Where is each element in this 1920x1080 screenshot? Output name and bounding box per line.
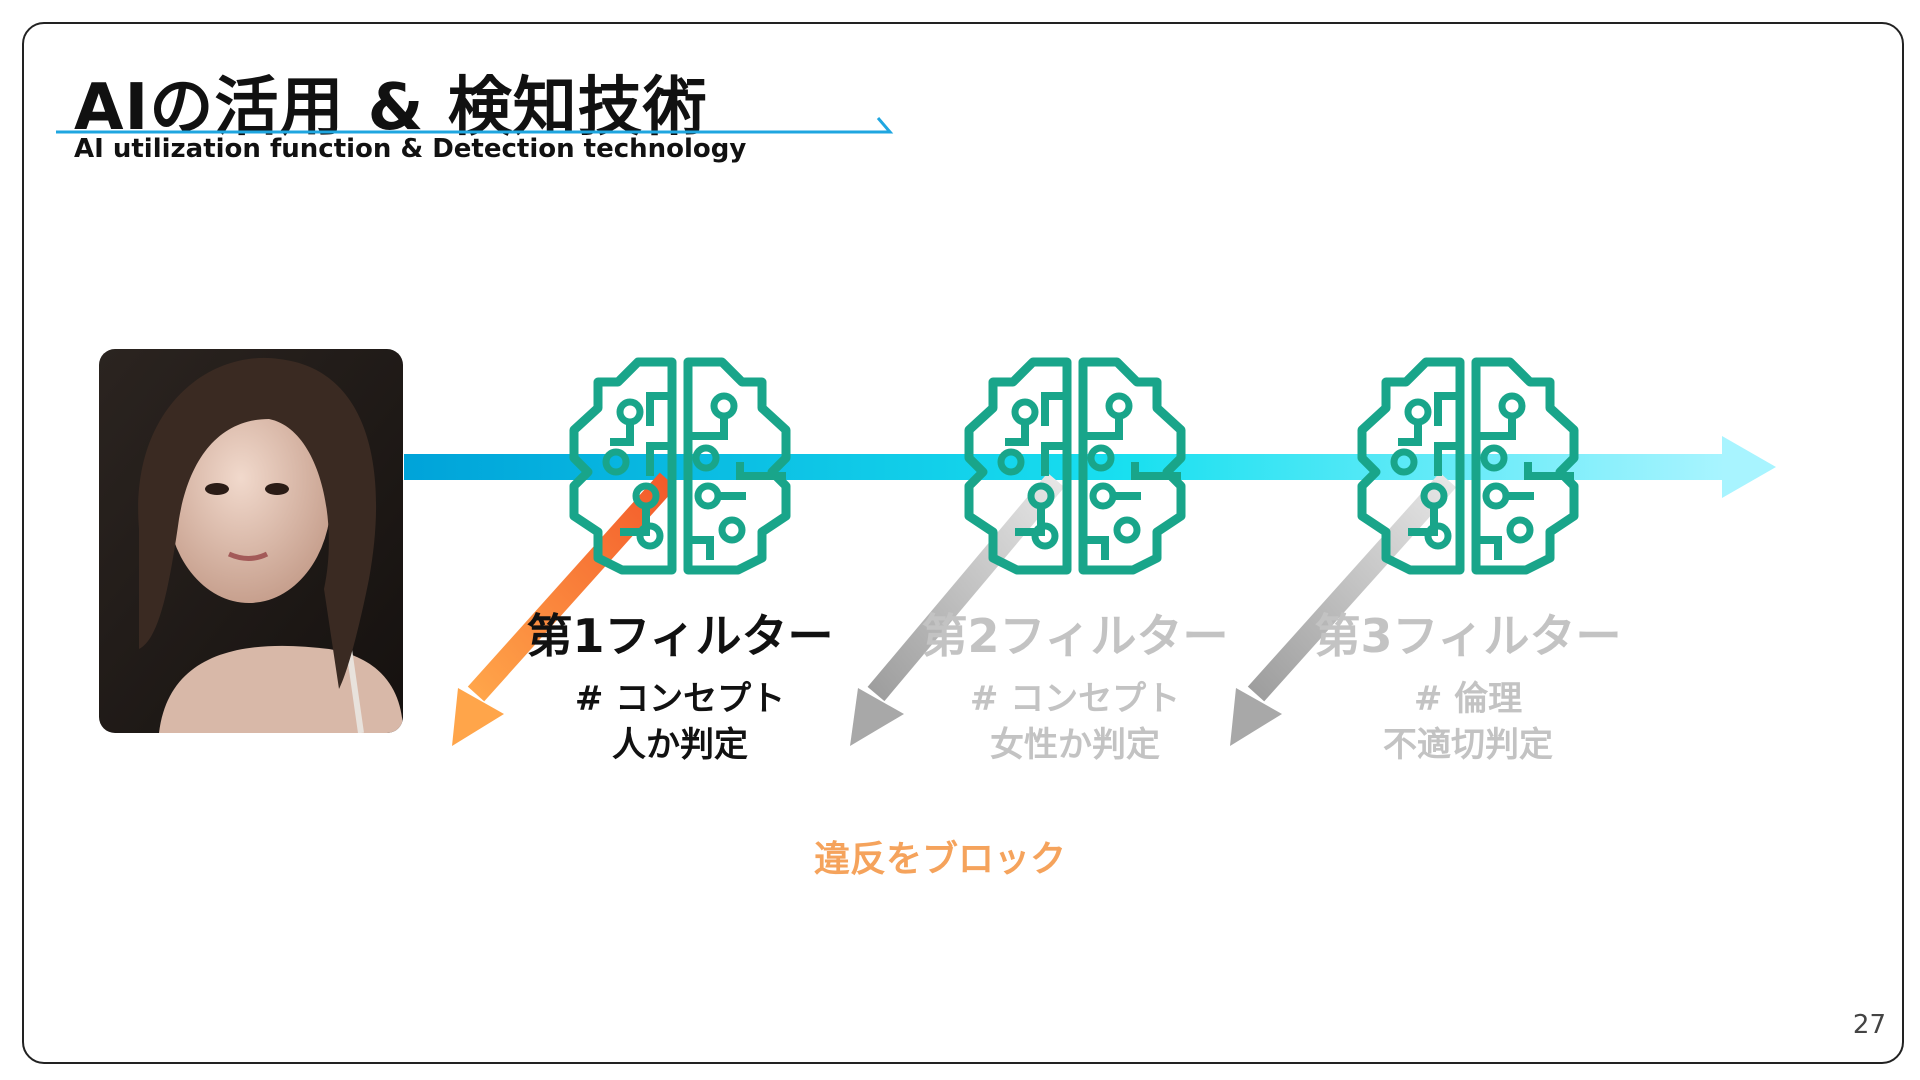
block-arrow-2 [850,472,1065,746]
filter-1-description: # コンセプト 人か判定 [500,676,860,768]
filter-3-description: # 倫理 不適切判定 [1288,676,1648,768]
block-arrow-3 [1230,472,1457,746]
filter-1-line2: 人か判定 [612,725,748,765]
filter-2-line2: 女性か判定 [990,725,1160,765]
page-number: 27 [1852,1010,1886,1040]
page-subtitle: AI utilization function & Detection tech… [74,134,747,164]
portrait-photo [99,349,403,733]
filter-2-description: # コンセプト 女性か判定 [895,676,1255,768]
filter-1-line1: # コンセプト [574,679,786,719]
title-underline [56,117,894,134]
filter-3-title: 第3フィルター [1314,609,1622,663]
filter-1-title: 第1フィルター [526,609,834,663]
block-arrow-1 [452,472,677,746]
filter-2-title: 第2フィルター [921,609,1229,663]
filter-3-line2: 不適切判定 [1383,725,1553,765]
filter-3-line1: # 倫理 [1413,679,1523,719]
filter-2-line1: # コンセプト [969,679,1181,719]
block-violation-label: 違反をブロック [813,839,1066,880]
main-flow-arrow-head [1722,436,1776,498]
